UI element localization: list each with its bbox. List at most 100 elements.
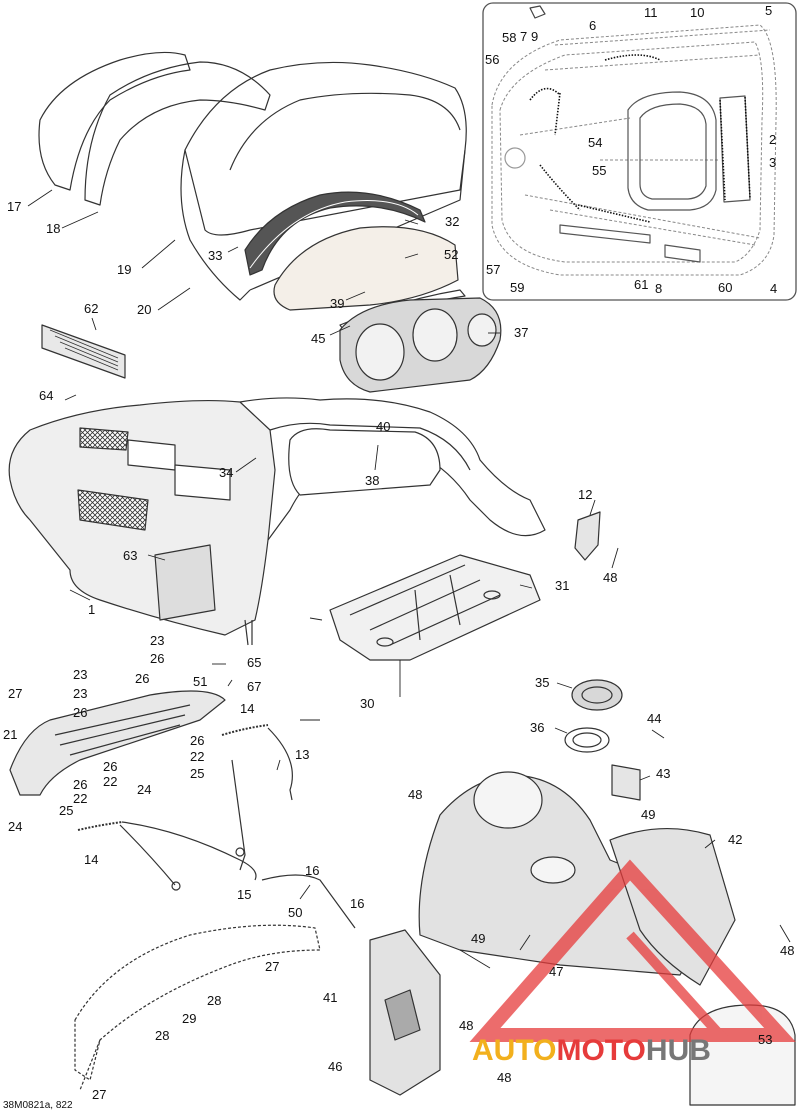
callout-16a: 16 <box>305 863 320 878</box>
callout-36: 36 <box>530 720 545 735</box>
callout-65: 65 <box>247 655 262 670</box>
callout-61: 61 <box>634 277 649 292</box>
callout-23c: 23 <box>73 686 88 701</box>
callout-53: 53 <box>758 1032 773 1047</box>
front-support-frame <box>9 690 226 796</box>
decal-inset-panel <box>482 2 797 301</box>
diagram-code: 38M0821a, 822 <box>3 1100 73 1111</box>
callout-13: 13 <box>295 747 310 762</box>
front-body <box>8 397 546 646</box>
callout-48b: 48 <box>408 787 423 802</box>
callout-9: 9 <box>531 29 539 44</box>
vent-louver <box>41 324 126 379</box>
callout-26d: 26 <box>190 733 205 748</box>
callout-25a: 25 <box>190 766 205 781</box>
mount-bracket <box>574 511 601 561</box>
callout-22b: 22 <box>103 774 118 789</box>
callout-8: 8 <box>655 281 663 296</box>
callout-47: 47 <box>549 964 564 979</box>
callout-42: 42 <box>728 832 743 847</box>
callout-17: 17 <box>7 199 22 214</box>
callout-28b: 28 <box>155 1028 170 1043</box>
callout-23a: 23 <box>150 633 165 648</box>
callout-40: 40 <box>376 419 391 434</box>
leader-lines <box>27 189 791 969</box>
callout-54: 54 <box>588 135 603 150</box>
callout-21: 21 <box>3 727 18 742</box>
callout-26b: 26 <box>135 671 150 686</box>
callout-41: 41 <box>323 990 338 1005</box>
callout-67: 67 <box>247 679 262 694</box>
fuel-ring <box>564 679 623 753</box>
callout-48e: 48 <box>497 1070 512 1085</box>
callout-56: 56 <box>485 52 500 67</box>
callout-24a: 24 <box>137 782 152 797</box>
callout-28a: 28 <box>207 993 222 1008</box>
callout-22c: 22 <box>73 791 88 806</box>
callout-43: 43 <box>656 766 671 781</box>
watermark-text: AUTOMOTOHUB <box>472 1034 711 1067</box>
callout-64: 64 <box>39 388 54 403</box>
callout-35: 35 <box>535 675 550 690</box>
rear-bumper <box>74 924 321 1091</box>
callout-4: 4 <box>770 281 778 296</box>
callout-58: 58 <box>502 30 517 45</box>
callout-55: 55 <box>592 163 607 178</box>
callout-10: 10 <box>690 5 705 20</box>
callout-57: 57 <box>486 262 501 277</box>
windshield-visor <box>244 191 426 276</box>
callout-63: 63 <box>123 548 138 563</box>
gauge-bezel <box>339 297 502 393</box>
callout-26a: 26 <box>150 651 165 666</box>
callout-2: 2 <box>769 132 777 147</box>
callout-26c: 26 <box>73 705 88 720</box>
callout-34: 34 <box>219 465 234 480</box>
callout-48a: 48 <box>603 570 618 585</box>
callout-6: 6 <box>589 18 597 33</box>
callout-52: 52 <box>444 247 459 262</box>
callout-14b: 14 <box>84 852 99 867</box>
callout-14a: 14 <box>240 701 255 716</box>
callout-30: 30 <box>360 696 375 711</box>
callout-60: 60 <box>718 280 733 295</box>
callout-23b: 23 <box>73 667 88 682</box>
callout-15: 15 <box>237 887 252 902</box>
callout-1: 1 <box>88 602 96 617</box>
callout-32: 32 <box>445 214 460 229</box>
callout-24b: 24 <box>8 819 23 834</box>
callout-31: 31 <box>555 578 570 593</box>
callout-50: 50 <box>288 905 303 920</box>
callout-22a: 22 <box>190 749 205 764</box>
callout-46: 46 <box>328 1059 343 1074</box>
callout-37: 37 <box>514 325 529 340</box>
callout-62: 62 <box>84 301 99 316</box>
callout-48c: 48 <box>780 943 795 958</box>
callout-49b: 49 <box>641 807 656 822</box>
callout-44: 44 <box>647 711 662 726</box>
callout-51: 51 <box>193 674 208 689</box>
callout-45: 45 <box>311 331 326 346</box>
callout-27b: 27 <box>265 959 280 974</box>
callout-19: 19 <box>117 262 132 277</box>
callout-5: 5 <box>765 3 773 18</box>
watermark-logo-icon <box>469 859 796 1042</box>
callout-27a: 27 <box>8 686 23 701</box>
callout-12: 12 <box>578 487 593 502</box>
callout-26f: 26 <box>73 777 88 792</box>
callout-33: 33 <box>208 248 223 263</box>
callout-7: 7 <box>520 29 528 44</box>
callout-38: 38 <box>365 473 380 488</box>
callout-59: 59 <box>510 280 525 295</box>
callout-20: 20 <box>137 302 152 317</box>
callout-3: 3 <box>769 155 777 170</box>
callout-49a: 49 <box>471 931 486 946</box>
callout-11: 11 <box>644 5 658 20</box>
callout-48d: 48 <box>459 1018 474 1033</box>
callout-39: 39 <box>330 296 345 311</box>
callout-18: 18 <box>46 221 61 236</box>
callout-29: 29 <box>182 1011 197 1026</box>
callout-16b: 16 <box>350 896 365 911</box>
callout-25b: 25 <box>59 803 74 818</box>
